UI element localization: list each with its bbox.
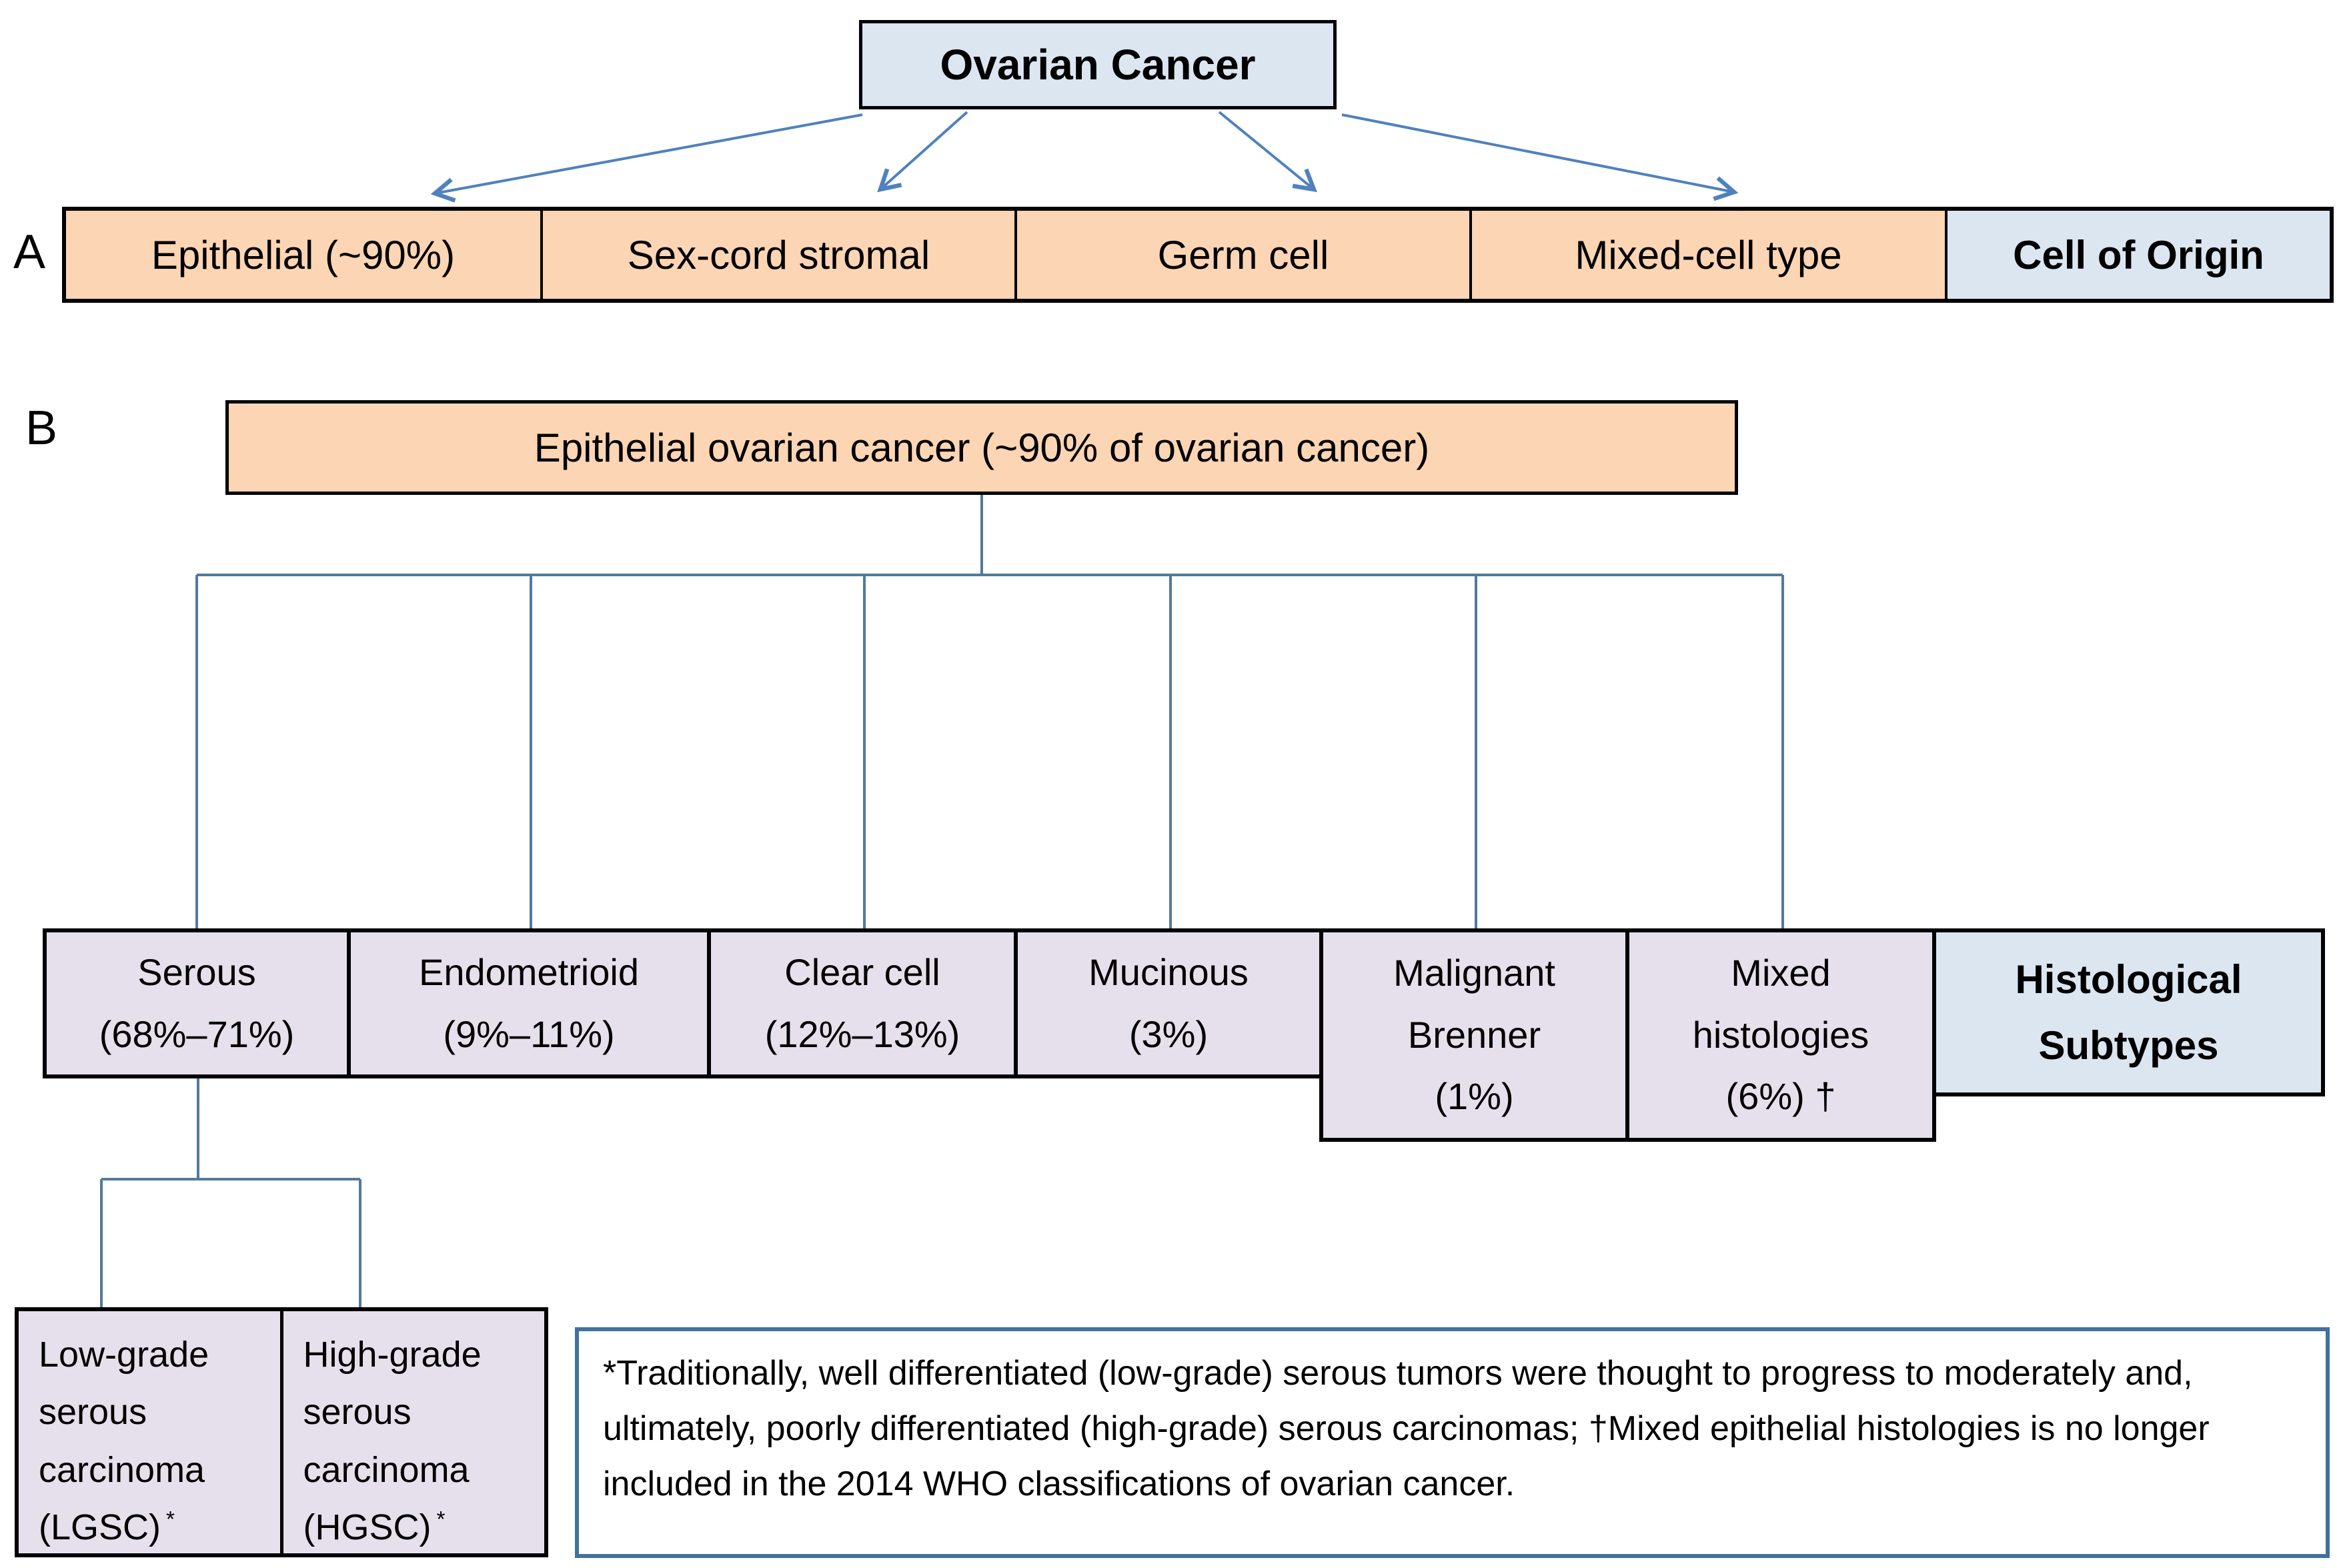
subtype-endometrioid-name: Endometrioid [419,951,639,994]
subtype-serous-name: Serous [137,951,256,994]
subtype-clear-cell-pct: (12%–13%) [764,1012,960,1055]
cell-epithelial: Epithelial (~90%) [66,211,540,299]
hgsc-footnote-marker: * [436,1507,446,1533]
histological-subtypes-line2: Subtypes [2038,1023,2219,1068]
tree-lines [100,495,1784,1309]
cell-mixed-cell-label: Mixed-cell type [1575,232,1842,277]
subtype-endometrioid-pct: (9%–11%) [443,1012,615,1055]
subtype-brenner-pct: (1%) [1435,1075,1514,1118]
subtype-mucinous-name: Mucinous [1088,951,1249,994]
histological-subtypes-header: Histological Subtypes [1932,928,2325,1096]
footnote-box: *Traditionally, well differentiated (low… [575,1327,2330,1558]
subtype-malignant-brenner: Malignant Brenner (1%) [1319,928,1629,1142]
fan-arrows [430,111,1739,203]
subtype-serous: Serous (68%–71%) [43,928,351,1078]
cell-mixed-cell-type: Mixed-cell type [1469,211,1945,299]
subtype-clear-cell-name: Clear cell [784,951,940,994]
cell-epithelial-label: Epithelial (~90%) [151,232,456,277]
subtype-serous-pct: (68%–71%) [99,1012,295,1055]
serous-grades-table: Low-grade serous carcinoma (LGSC)* High-… [15,1307,548,1557]
epithelial-root-box: Epithelial ovarian cancer (~90% of ovari… [225,400,1738,495]
subtype-mixed-histologies: Mixed histologies (6%) † [1625,928,1936,1142]
arrow-to-germ-cell [1218,111,1317,193]
subtype-brenner-name1: Malignant [1393,952,1555,994]
epithelial-root-label: Epithelial ovarian cancer (~90% of ovari… [534,425,1430,470]
panel-a-label: A [13,225,46,279]
cell-germ-cell-label: Germ cell [1157,232,1329,277]
cell-sex-cord-label: Sex-cord stromal [627,232,930,277]
arrow-to-mixed-cell [1341,113,1739,201]
subtype-mixed-name2: histologies [1692,1013,1869,1056]
cell-sex-cord-stromal: Sex-cord stromal [540,211,1014,299]
subtype-brenner-name2: Brenner [1407,1013,1541,1056]
footnote-text: *Traditionally, well differentiated (low… [603,1354,2210,1504]
subtype-endometrioid: Endometrioid (9%–11%) [347,928,711,1078]
panel-b-label: B [25,402,58,455]
root-box-label: Ovarian Cancer [940,41,1256,89]
lgsc-box: Low-grade serous carcinoma (LGSC)* [19,1311,280,1553]
arrow-to-sex-cord [877,111,968,193]
cell-of-origin-header: Cell of Origin [1945,211,2330,299]
subtype-mucinous: Mucinous (3%) [1014,928,1323,1078]
hgsc-box: High-grade serous carcinoma (HGSC)* [279,1311,545,1553]
cell-germ-cell: Germ cell [1014,211,1469,299]
arrow-to-epithelial [430,113,863,203]
root-box-ovarian-cancer: Ovarian Cancer [859,20,1337,109]
subtype-clear-cell: Clear cell (12%–13%) [707,928,1018,1078]
lgsc-label: Low-grade serous carcinoma (LGSC) [39,1335,209,1548]
cell-of-origin-row: Epithelial (~90%) Sex-cord stromal Germ … [62,207,2334,303]
subtype-mixed-pct: (6%) † [1725,1075,1836,1118]
lgsc-footnote-marker: * [166,1507,175,1533]
subtype-mixed-name1: Mixed [1731,952,1831,994]
subtype-mucinous-pct: (3%) [1128,1012,1209,1055]
cell-of-origin-label: Cell of Origin [2013,232,2264,277]
histological-subtypes-line1: Histological [2015,957,2242,1002]
hgsc-label: High-grade serous carcinoma (HGSC) [303,1335,482,1548]
